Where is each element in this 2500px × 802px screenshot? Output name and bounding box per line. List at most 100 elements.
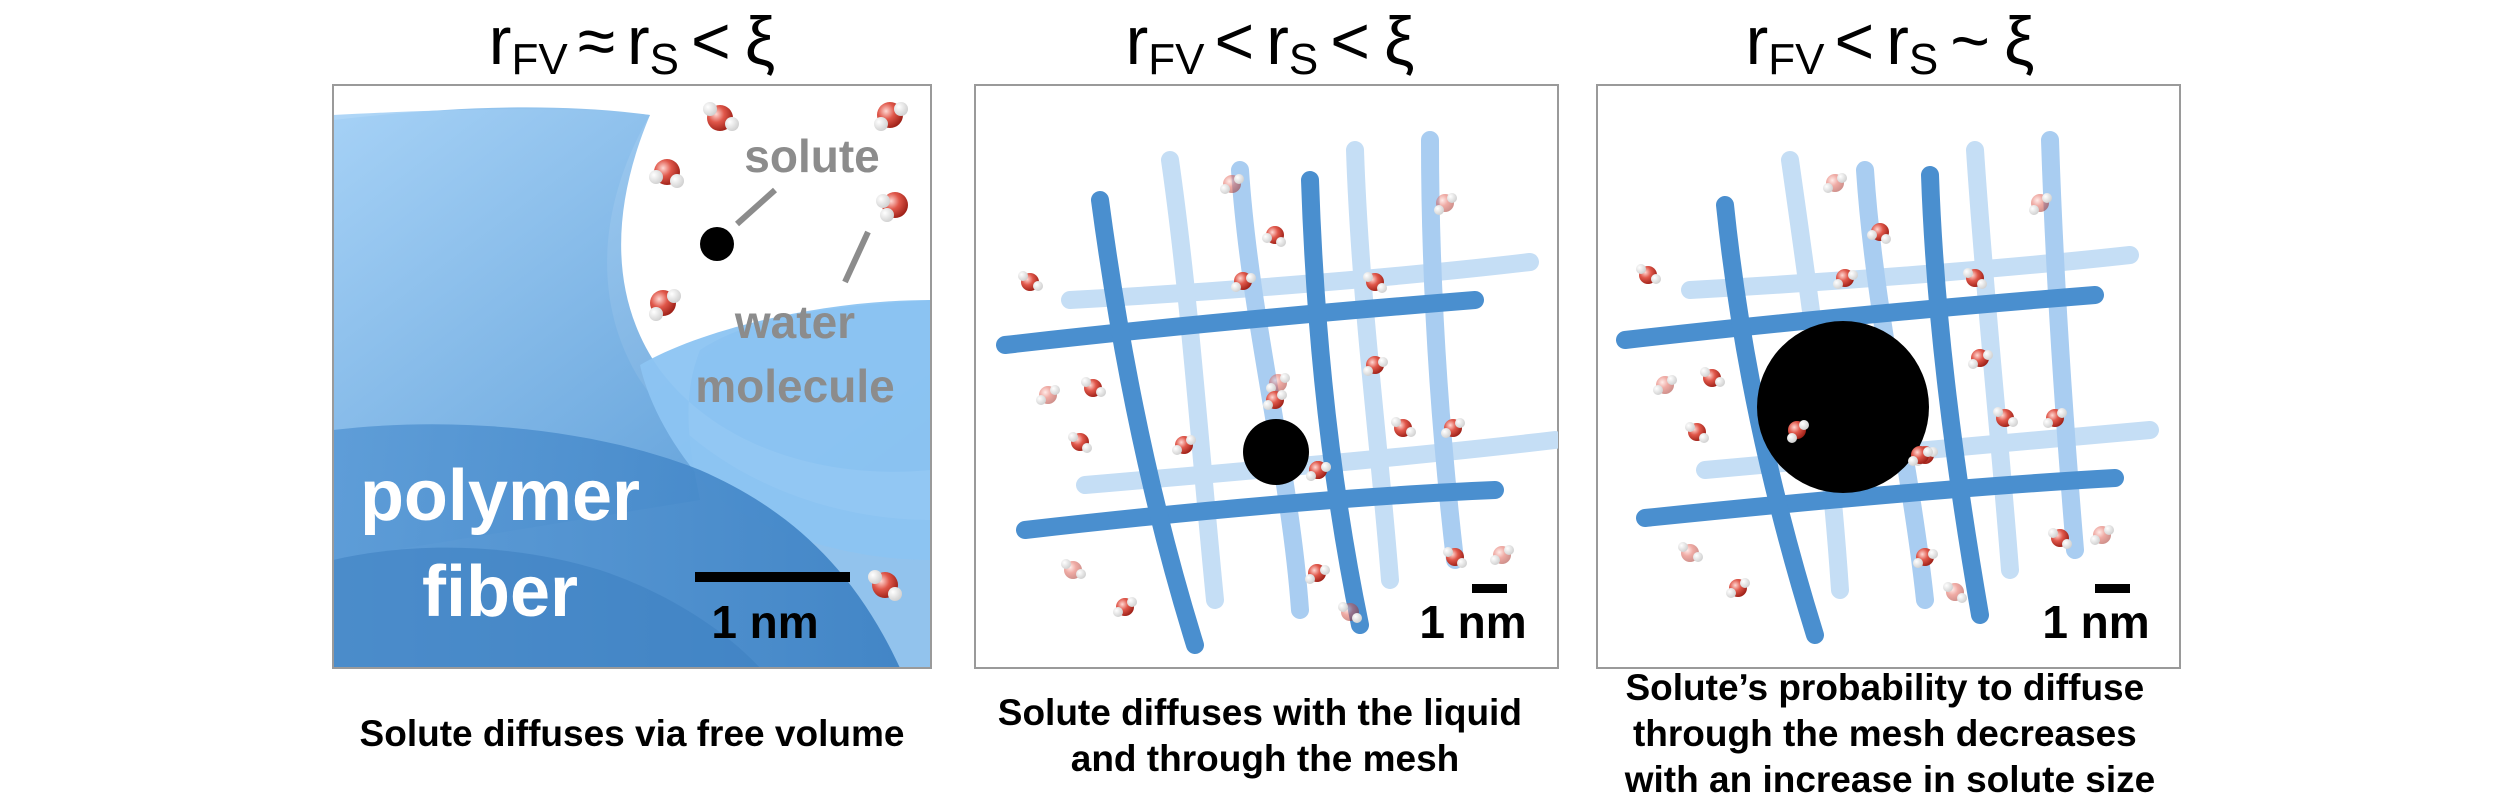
water-molecule [876,192,908,222]
water-molecule [1653,375,1677,395]
panel2-header-op1: < [1214,3,1254,79]
panel1-header-xi: ξ [745,3,775,79]
panel-mesh-large-solute: rFV<rS~ξ [1596,3,2181,669]
caption-panel1: Solute diffuses via free volume [360,713,905,754]
solute-particle [1757,321,1929,493]
panel1-frame [332,84,932,669]
panel2-header-sub1: FV [1148,35,1205,84]
polymer-fiber-bottom-shade [333,547,760,668]
water-molecule [2048,528,2072,549]
solute-pointer-line [734,187,778,227]
panel1-header-sub2: S [650,35,679,84]
water-molecule [1363,356,1388,376]
water-molecule [1636,264,1661,284]
water-molecule [2090,525,2114,545]
panel3-frame [1596,84,2181,669]
water-molecule [1678,542,1703,562]
scale-bar [2095,584,2130,593]
water-molecule [1867,223,1891,244]
water-molecule [868,570,902,601]
water-molecule [1963,268,1987,289]
water-molecule [1443,547,1467,568]
panel3-header-sub1: FV [1768,35,1825,84]
water-molecule [1036,385,1060,405]
water-molecule [1913,548,1938,568]
water-molecule [2043,408,2067,428]
scale-bar-label: 1 nm [1419,596,1526,648]
fiber-label-line2: fiber [422,552,578,632]
panel1-header-sub1: FV [511,35,568,84]
panel2-header-xi: ξ [1384,3,1414,79]
panel-mesh-small-solute: rFV<rS<ξ [974,3,1559,669]
caption-panel3-line2: through the mesh decreases [1633,713,2137,754]
mesh-strand [1301,171,1369,634]
panel3-mesh [1616,131,2159,644]
panel3-header-op2: ~ [1950,3,1990,79]
water-molecule [1231,272,1256,292]
water-molecule [1068,432,1092,453]
water-molecule [1113,597,1137,617]
panel3-header-op1: < [1834,3,1874,79]
water-molecule [1490,545,1514,565]
mesh-strand [1091,191,1204,654]
water-molecule [1306,461,1331,481]
water-molecule [1993,407,2018,427]
solute-particle [1243,419,1309,485]
panel2-header: rFV<rS<ξ [1126,3,1415,84]
panel1-header-op2: < [691,3,731,79]
panel3-header-sub2: S [1909,35,1938,84]
water-molecule [1908,446,1933,466]
water-molecule [1787,420,1809,443]
panel2-header-r2: r [1266,3,1289,79]
scale-bar-label: 1 nm [2042,596,2149,648]
water-molecule [1266,373,1290,393]
mesh-strand [1016,481,1504,539]
water-molecule [1391,417,1416,437]
panel1-header-r2: r [627,3,650,79]
water-molecule [1434,193,1457,215]
mesh-strand [1616,286,2104,349]
water-label-line2: molecule [695,360,894,412]
mesh-strand [1966,141,2019,579]
water-molecule [1262,226,1286,247]
water-molecule [1061,559,1086,579]
panel1-header-r1: r [489,3,512,79]
panel-free-volume: rFV≈rS<ξ solute water molecule polymer [332,3,932,669]
panel3-header-r2: r [1886,3,1909,79]
caption-panel2-line2: and through the mesh [1071,738,1460,779]
mesh-strand [1061,253,1539,309]
panel2-header-op2: < [1330,3,1370,79]
mesh-strand [1921,166,1989,624]
water-molecule [1823,173,1847,193]
water-molecule [649,289,681,321]
water-molecule [1943,582,1967,603]
caption-panel2: Solute diffuses with the liquid and thro… [998,692,1532,779]
water-molecule [1305,564,1330,584]
water-molecule [1685,422,1709,443]
scale-bar [1472,584,1507,593]
water-molecule [1726,578,1750,598]
water-molecule [1081,377,1106,397]
water-molecule [1018,271,1043,291]
water-molecule [1968,349,1993,369]
panel1-header-op1: ≈ [578,3,615,79]
caption-panel3-line3: with an increase in solute size [1624,759,2156,800]
water-molecule [1700,367,1725,387]
mesh-strand [996,291,1484,354]
water-molecule [1441,418,1465,438]
mesh-strand [1636,469,2124,527]
panel3-header: rFV<rS~ξ [1746,3,2035,84]
panel1-illustration [333,107,931,668]
caption-panel1-line1: Solute diffuses via free volume [360,713,905,754]
water-molecule [1263,390,1287,410]
water-label-line1: water [734,296,855,348]
panel2-frame [974,84,1559,669]
water-molecule [1172,435,1196,455]
scale-bar [695,572,850,582]
solute-label: solute [744,130,879,182]
solute-particle [700,227,734,261]
caption-panel3-line1: Solute’s probability to diffuse [1626,667,2145,708]
scale-bar-label: 1 nm [711,596,818,648]
mesh-strand [2041,131,2084,559]
